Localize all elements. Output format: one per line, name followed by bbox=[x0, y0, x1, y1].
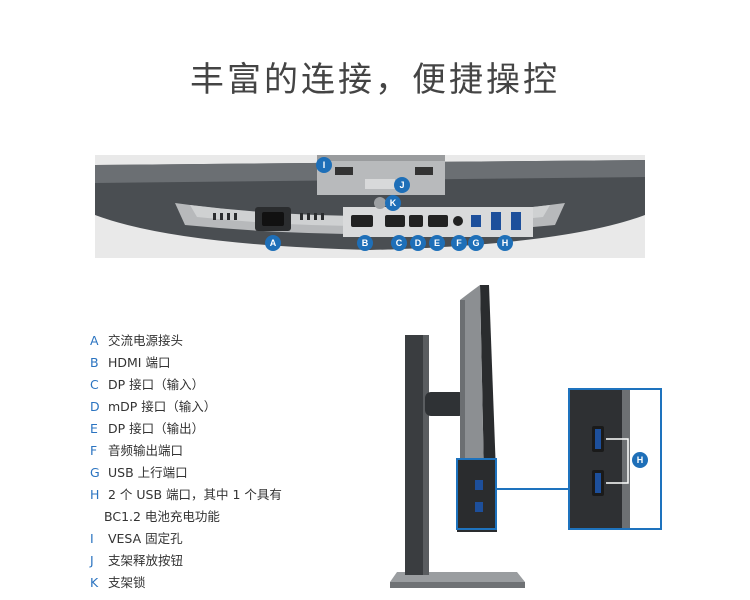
zoom-connector-line bbox=[497, 488, 568, 490]
page-title: 丰富的连接，便捷操控 bbox=[190, 60, 560, 100]
badge-e: E bbox=[429, 235, 445, 251]
monitor-side-view bbox=[385, 280, 535, 595]
badge-f: F bbox=[451, 235, 467, 251]
legend-item: F 音频输出端口 bbox=[90, 443, 183, 458]
badge-g: G bbox=[468, 235, 484, 251]
badge-i: I bbox=[316, 157, 332, 173]
badge-c: C bbox=[391, 235, 407, 251]
badge-a: A bbox=[265, 235, 281, 251]
legend-item: J 支架释放按钮 bbox=[90, 553, 183, 568]
legend-item: E DP 接口（输出） bbox=[90, 421, 205, 436]
badge-k: K bbox=[385, 195, 401, 211]
legend-item: C DP 接口（输入） bbox=[90, 377, 205, 392]
legend-item: H 2 个 USB 端口，其中 1 个具有 bbox=[90, 487, 282, 502]
legend-item: D mDP 接口（输入） bbox=[90, 399, 217, 414]
legend-item: BC1.2 电池充电功能 bbox=[104, 509, 220, 524]
legend-item: G USB 上行端口 bbox=[90, 465, 188, 480]
monitor-bottom-view: A B C D E F G H I J K bbox=[95, 155, 645, 258]
legend-item: B HDMI 端口 bbox=[90, 355, 171, 370]
legend-item: K 支架锁 bbox=[90, 575, 146, 590]
usb-highlight-box bbox=[456, 458, 497, 530]
badge-h-zoom: H bbox=[632, 452, 648, 468]
monitor-bottom-illustration bbox=[95, 155, 645, 258]
badge-j: J bbox=[394, 177, 410, 193]
legend-item: I VESA 固定孔 bbox=[90, 531, 183, 546]
monitor-side-illustration bbox=[390, 285, 525, 588]
badge-d: D bbox=[410, 235, 426, 251]
legend-item: A 交流电源接头 bbox=[90, 333, 183, 348]
usb-zoom-detail: H bbox=[568, 388, 662, 530]
badge-b: B bbox=[357, 235, 373, 251]
badge-h: H bbox=[497, 235, 513, 251]
port-legend: A 交流电源接头 B HDMI 端口 C DP 接口（输入） D mDP 接口（… bbox=[90, 330, 350, 594]
